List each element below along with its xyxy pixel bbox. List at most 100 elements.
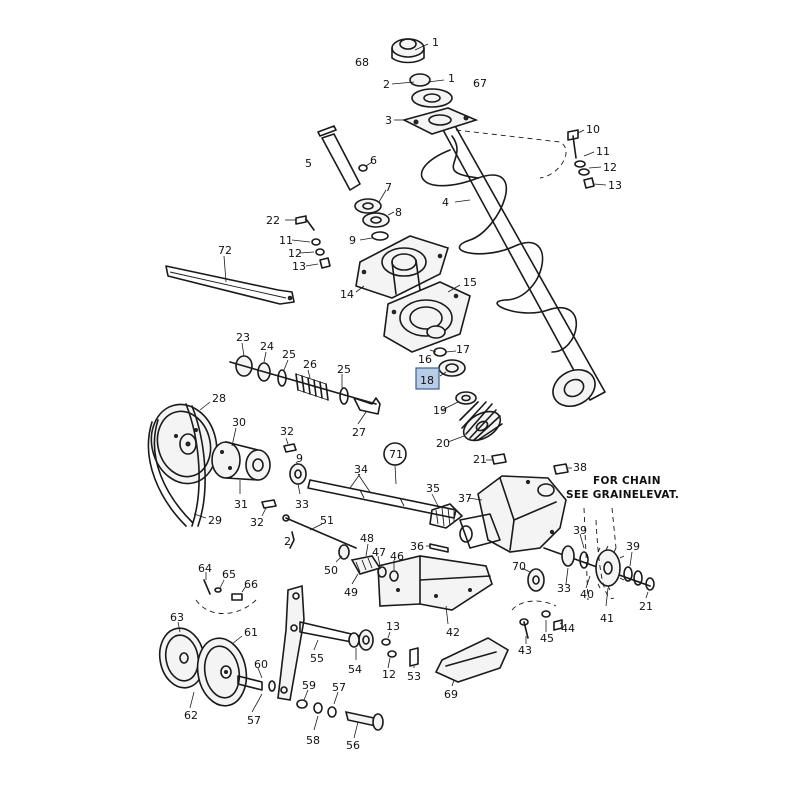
callout-34: 34 <box>354 463 368 476</box>
callout-25: 25 <box>337 363 351 376</box>
callout-17: 17 <box>456 343 470 356</box>
callout-11: 11 <box>279 234 293 247</box>
callout-20: 20 <box>436 437 450 450</box>
note-chain-line1: FOR CHAIN <box>593 475 661 487</box>
bolt-hardware-left <box>295 215 331 269</box>
callout-27: 27 <box>352 426 366 439</box>
callout-72: 72 <box>218 244 232 257</box>
callout-16: 16 <box>418 353 432 366</box>
callout-7: 7 <box>385 181 392 194</box>
callout-43: 43 <box>518 644 532 657</box>
callout-39: 39 <box>626 540 640 553</box>
callout-6: 6 <box>370 154 377 167</box>
callout-9: 9 <box>349 234 356 247</box>
callout-32: 32 <box>280 425 294 438</box>
bevel-gear <box>459 401 503 442</box>
callout-35: 35 <box>426 482 440 495</box>
callout-21: 21 <box>639 600 653 613</box>
callout-39: 39 <box>573 524 587 537</box>
callout-66: 66 <box>244 578 258 591</box>
crank-hardware <box>348 632 419 667</box>
drive-belt <box>147 403 206 527</box>
bearing-70 <box>527 568 545 592</box>
upper-housing <box>355 235 449 299</box>
callout-38: 38 <box>573 461 587 474</box>
callout-30: 30 <box>232 416 246 429</box>
note-chain-line2: SEE GRAINELEVAT. <box>566 489 679 501</box>
callout-15: 15 <box>463 276 477 289</box>
bottom-bolt-assembly <box>296 699 384 731</box>
callout-33: 33 <box>295 498 309 511</box>
callout-9: 9 <box>296 452 303 465</box>
callout-61: 61 <box>244 626 258 639</box>
callout-25: 25 <box>282 348 296 361</box>
callout-53: 53 <box>407 670 421 683</box>
callout-51: 51 <box>320 514 334 527</box>
key-lower <box>261 499 277 509</box>
callout-3: 3 <box>385 114 392 127</box>
callout-55: 55 <box>310 652 324 665</box>
pin-36 <box>429 543 449 553</box>
callout-32: 32 <box>250 516 264 529</box>
callout-5: 5 <box>305 157 312 170</box>
callout-65: 65 <box>222 568 236 581</box>
large-pulley <box>150 403 218 485</box>
callout-8: 8 <box>395 206 402 219</box>
auger <box>420 123 606 408</box>
callout-59: 59 <box>302 679 316 692</box>
lever-bar <box>165 265 295 305</box>
callout-11: 11 <box>596 145 610 158</box>
callout-40: 40 <box>580 588 594 601</box>
callout-24: 24 <box>260 340 274 353</box>
key-upper <box>283 443 297 453</box>
callout-57: 57 <box>247 714 261 727</box>
callout-47: 47 <box>372 546 386 559</box>
top-bearing-assembly <box>391 38 479 135</box>
callout-12: 12 <box>382 668 396 681</box>
callout-45: 45 <box>540 632 554 645</box>
callout-26: 26 <box>303 358 317 371</box>
bolt-38 <box>553 463 569 475</box>
lower-pulleys <box>158 627 276 707</box>
callout-68: 68 <box>355 56 369 69</box>
callout-19: 19 <box>433 404 447 417</box>
key-21-upper <box>491 453 507 465</box>
callout-2: 2 <box>284 535 291 548</box>
callout-4: 4 <box>442 196 449 209</box>
callout-42: 42 <box>446 626 460 639</box>
callout-57: 57 <box>332 681 346 694</box>
callout-56: 56 <box>346 739 360 752</box>
spring-shaft-assembly <box>229 355 381 415</box>
callout-14: 14 <box>340 288 354 301</box>
callout-2: 2 <box>383 78 390 91</box>
callout-1: 1 <box>448 72 455 85</box>
gearbox-housing <box>459 475 567 553</box>
callout-23: 23 <box>236 331 250 344</box>
lower-housing <box>383 281 471 353</box>
callout-13: 13 <box>292 260 306 273</box>
callout-36: 36 <box>410 540 424 553</box>
callout-49: 49 <box>344 586 358 599</box>
clutch-linkage <box>282 514 399 582</box>
bolt-hardware-right <box>567 129 595 189</box>
callout-1: 1 <box>432 36 439 49</box>
callout-50: 50 <box>324 564 338 577</box>
callout-12: 12 <box>288 247 302 260</box>
callout-13: 13 <box>608 179 622 192</box>
callout-46: 46 <box>390 550 404 563</box>
callout-21: 21 <box>473 453 487 466</box>
main-drive-shaft <box>289 463 463 529</box>
mounting-bracket <box>377 555 493 611</box>
callout-33: 33 <box>557 582 571 595</box>
callout-60: 60 <box>254 658 268 671</box>
callout-28: 28 <box>212 392 226 405</box>
callout-18: 18 <box>420 374 434 387</box>
callout-48: 48 <box>360 532 374 545</box>
callout-41: 41 <box>600 612 614 625</box>
callout-12: 12 <box>603 161 617 174</box>
callout-22: 22 <box>266 214 280 227</box>
callout-13: 13 <box>386 620 400 633</box>
callout-31: 31 <box>234 498 248 511</box>
callout-10: 10 <box>586 123 600 136</box>
